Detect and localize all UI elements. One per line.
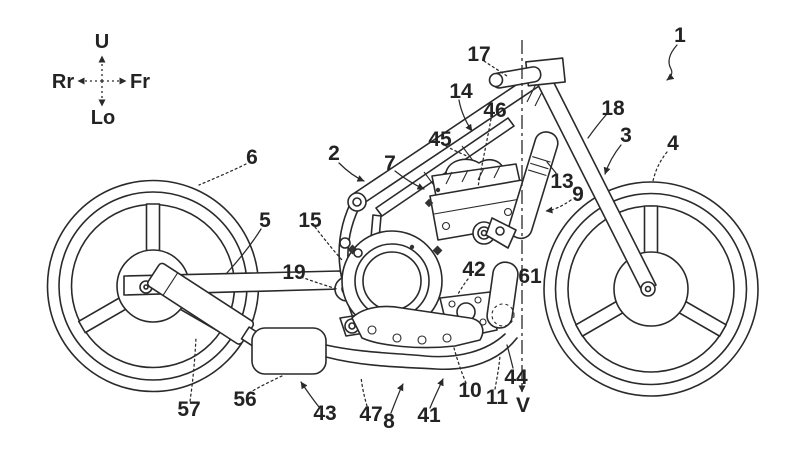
leader-11 (494, 355, 501, 390)
belly-pipe (325, 333, 518, 371)
ref-label-8: 8 (383, 410, 395, 433)
ref-label-47: 47 (359, 403, 382, 426)
leader-2 (338, 162, 365, 182)
leader-57 (189, 336, 197, 402)
compass-up-label: U (95, 31, 109, 53)
leader-41 (429, 378, 444, 409)
ref-label-14: 14 (449, 80, 473, 103)
leader-9 (545, 199, 572, 214)
ref-label-3: 3 (620, 124, 632, 147)
resonator-box (251, 327, 327, 375)
leader-43 (300, 381, 320, 408)
leader-14 (458, 99, 473, 132)
handlebar (488, 66, 542, 89)
ref-label-15: 15 (298, 209, 322, 232)
ref-label-7: 7 (384, 152, 396, 175)
ref-label-44: 44 (504, 366, 528, 389)
compass-front-label: Fr (130, 71, 150, 93)
oil-pan (351, 305, 484, 349)
cylinder-head (431, 158, 521, 197)
leader-19 (300, 276, 338, 290)
compass-down-label: Lo (91, 107, 115, 129)
ref-label-2: 2 (328, 142, 340, 165)
leader-3 (603, 144, 622, 175)
ref-label-46: 46 (483, 99, 506, 122)
ref-label-56: 56 (233, 388, 256, 411)
leader-45 (445, 145, 468, 157)
front-suspension-unit (485, 131, 559, 329)
compass-rear-label: Rr (52, 71, 74, 93)
leader-46 (477, 118, 492, 188)
suspension-lower-body (486, 261, 519, 329)
leader-17 (483, 60, 508, 77)
hidden-pivot-dashed-circle (491, 303, 515, 327)
ref-label-13: 13 (550, 170, 573, 193)
reference-numerals: 1 2 3 4 5 6 7 8 9 10 11 13 14 15 17 18 1… (177, 24, 686, 433)
ref-label-17: 17 (467, 43, 490, 66)
leader-44 (506, 344, 514, 369)
ref-label-41: 41 (417, 404, 441, 427)
leader-lines (189, 44, 678, 414)
ref-label-45: 45 (428, 128, 452, 151)
ref-label-61: 61 (518, 265, 542, 288)
orientation-compass: U Lo Rr Fr (52, 31, 150, 129)
leader-42 (457, 278, 469, 295)
ref-label-43: 43 (313, 402, 336, 425)
ref-label-10: 10 (458, 379, 481, 402)
leader-8 (390, 383, 404, 414)
leader-18 (587, 114, 607, 139)
leader-13 (546, 161, 557, 174)
ref-label-11: 11 (486, 386, 509, 409)
ref-label-19: 19 (282, 261, 305, 284)
ref-label-4: 4 (667, 132, 679, 155)
leader-6 (198, 163, 247, 186)
ref-label-5: 5 (259, 209, 271, 232)
ref-label-9: 9 (572, 183, 584, 206)
ref-label-1: 1 (674, 24, 686, 47)
ref-label-57: 57 (177, 398, 200, 421)
leader-1 (666, 44, 678, 81)
leader-7 (394, 170, 425, 190)
leader-4 (652, 151, 668, 182)
ref-label-18: 18 (601, 97, 625, 120)
ref-label-v: V (516, 394, 530, 417)
ref-label-42: 42 (462, 258, 485, 281)
ref-label-6: 6 (246, 146, 258, 169)
leader-47 (360, 376, 368, 407)
leader-5 (225, 228, 262, 275)
